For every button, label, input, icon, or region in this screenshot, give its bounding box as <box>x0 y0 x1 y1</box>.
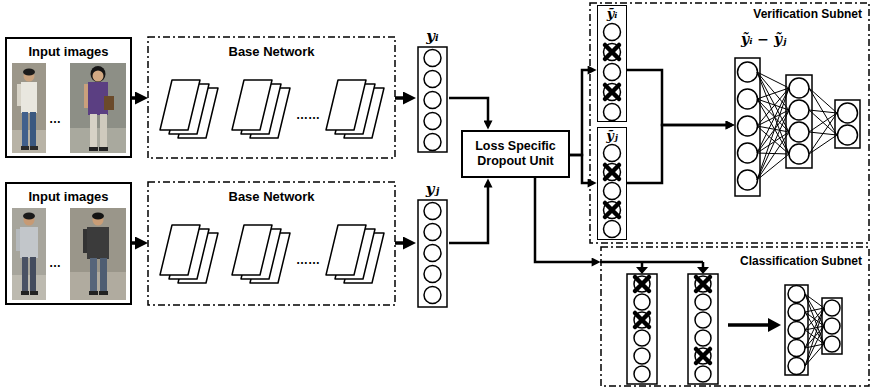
connector <box>449 182 488 243</box>
node-label: ỹᵢ <box>595 6 629 21</box>
network-box: Base Network <box>148 182 395 305</box>
network-box: Base Network <box>148 37 395 158</box>
node-label: ỹᵢ − ỹⱼ <box>741 31 787 48</box>
branch-arrows <box>600 262 781 332</box>
fc-layer <box>735 58 860 196</box>
image-box: Input images <box>5 182 132 305</box>
node-label: Base Network <box>144 44 399 60</box>
subnet-box: Verification Subnet ỹᵢ ỹⱼ ỹᵢ − ỹⱼ <box>590 3 869 243</box>
node-label: Classification Subnet <box>740 254 862 269</box>
connector <box>132 96 143 100</box>
node-label: Loss Specific Dropout Unit <box>468 139 563 169</box>
node-label: Input images <box>5 44 132 60</box>
fc-layer: ỹᵢ − ỹⱼ <box>735 28 805 196</box>
node-label: ỹⱼ <box>595 128 629 143</box>
connector <box>449 98 488 126</box>
fc-connections <box>757 72 837 180</box>
dashed-outline <box>601 247 869 386</box>
feature-vector: yᵢ <box>416 28 449 154</box>
person-photo <box>12 63 46 153</box>
connector <box>570 70 593 155</box>
node-label: yⱼ <box>412 181 453 198</box>
dropout-vector <box>627 274 718 384</box>
dropout-vector: ỹⱼ <box>597 127 627 240</box>
fc-connections <box>805 294 824 366</box>
ellipsis-label: …… <box>296 108 320 122</box>
node-label: yᵢ <box>412 28 453 45</box>
person-photo <box>70 63 126 153</box>
connector <box>627 125 731 183</box>
dropout-vector: ỹᵢ <box>597 5 627 122</box>
ellipsis-label: … <box>49 112 61 126</box>
person-photo <box>12 208 46 300</box>
connector <box>395 96 411 100</box>
connector <box>132 241 143 245</box>
image-box: Input images <box>5 37 132 158</box>
dashed-outline <box>590 3 869 243</box>
process-box: Loss Specific Dropout Unit <box>461 130 570 178</box>
feature-vector: yⱼ <box>416 181 449 309</box>
node-label: Verification Subnet <box>753 7 862 22</box>
ellipsis-label: …… <box>296 253 320 267</box>
node-label: Base Network <box>144 189 399 205</box>
subnet-box: Classification Subnet <box>601 247 869 386</box>
connector <box>627 70 731 125</box>
connector <box>395 241 411 245</box>
person-photo <box>70 208 126 300</box>
dropout-cross <box>635 277 710 363</box>
node-label: Input images <box>5 189 132 205</box>
ellipsis-label: … <box>49 256 61 270</box>
fc-layer <box>785 285 842 375</box>
feature-vector <box>418 47 447 307</box>
connector <box>535 178 597 262</box>
dashed-outline <box>590 3 869 243</box>
